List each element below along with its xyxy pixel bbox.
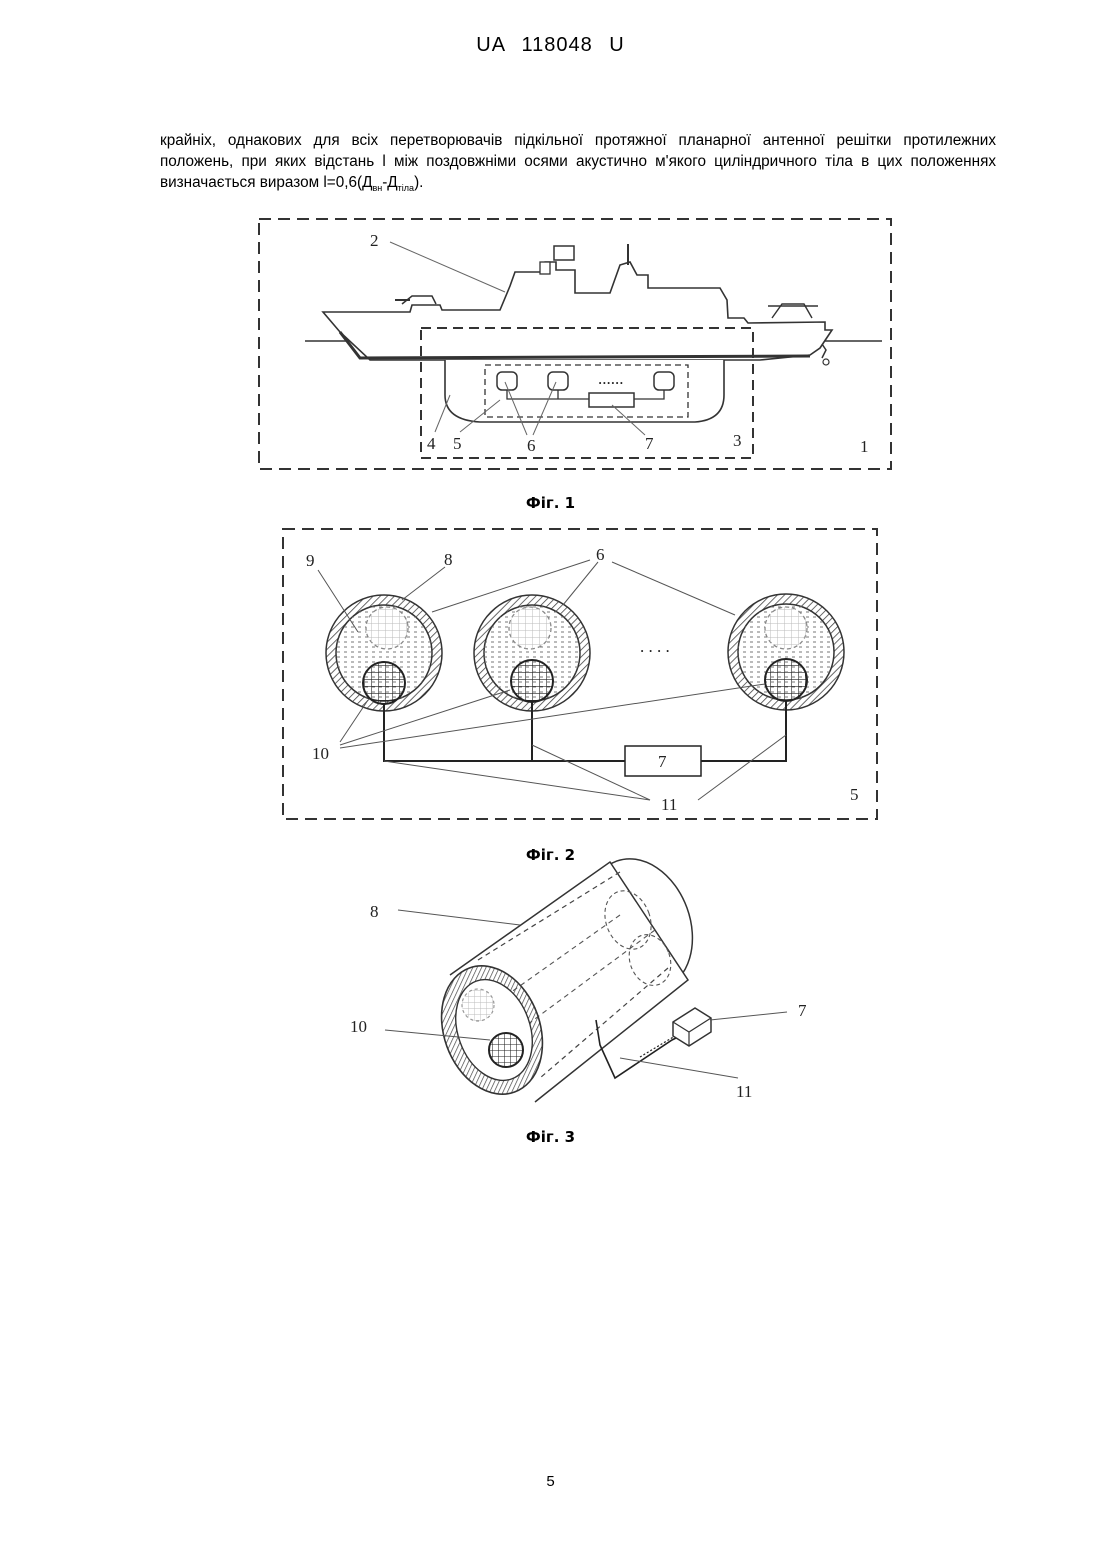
label-unit: 7 — [645, 434, 654, 453]
label-cable-fig3: 11 — [736, 1082, 752, 1101]
label-system: 1 — [860, 437, 869, 456]
transducer-2 — [474, 595, 590, 711]
fig2-dots: . . . . — [640, 637, 670, 656]
paragraph-subscript-1: вн — [372, 183, 382, 193]
label-unit-fig2: 7 — [658, 752, 667, 771]
label-body: 10 — [312, 744, 329, 763]
label-unit-fig3: 7 — [798, 1001, 807, 1020]
cylinder-shell — [424, 844, 710, 1108]
label-fairing-frame: 3 — [733, 431, 742, 450]
cables — [384, 701, 786, 761]
label-fluid: 9 — [306, 551, 315, 570]
label-cables: 11 — [661, 795, 677, 814]
transducer-1 — [326, 595, 442, 711]
label-ship: 2 — [370, 231, 379, 250]
ship-hull — [323, 262, 832, 360]
paragraph-text-b: -Д — [382, 174, 397, 191]
figure-3-diagram: 8 10 7 11 — [0, 860, 1101, 1120]
patent-number-header: UA 118048 U — [0, 34, 1101, 57]
fig1-dots: ...... — [598, 369, 624, 388]
keel-fairing — [445, 360, 724, 422]
label-body-fig3: 10 — [350, 1017, 367, 1036]
label-shell: 8 — [444, 550, 453, 569]
label-array: 5 — [453, 434, 462, 453]
figure-1-diagram: ...... 2 4 5 6 7 3 1 — [0, 210, 1101, 480]
processing-unit — [589, 393, 634, 407]
label-transducers-fig2: 6 — [596, 545, 605, 564]
label-shell-fig3: 8 — [370, 902, 379, 921]
label-transducers: 6 — [527, 436, 536, 455]
processing-unit-fig3 — [673, 1008, 711, 1046]
label-fairing: 4 — [427, 434, 436, 453]
label-array-fig2: 5 — [850, 785, 859, 804]
mast-radar — [554, 246, 574, 260]
transducer-n — [728, 594, 844, 710]
body-paragraph: крайніх, однакових для всіх перетворювач… — [160, 130, 996, 193]
page-number: 5 — [0, 1473, 1101, 1490]
paragraph-text-c: ). — [414, 174, 423, 191]
figure-1-caption: Фіг. 1 — [0, 494, 1101, 512]
figure-3-caption: Фіг. 3 — [0, 1128, 1101, 1146]
figure-2-diagram: . . . . 7 9 8 6 10 11 5 — [0, 520, 1101, 830]
paragraph-text-a: крайніх, однакових для всіх перетворювач… — [160, 132, 996, 191]
paragraph-subscript-2: тіла — [398, 183, 414, 193]
